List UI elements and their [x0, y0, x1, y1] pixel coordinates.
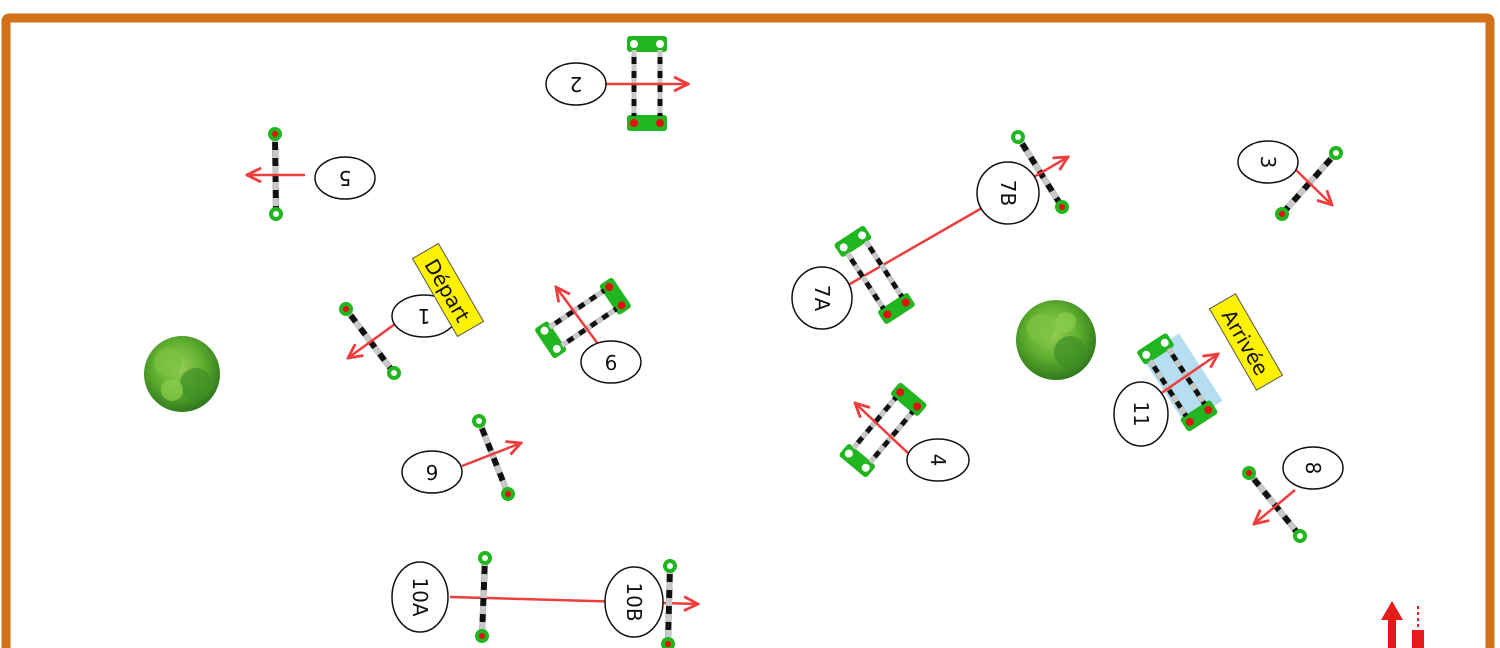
- obstacle-4-label: 4: [926, 454, 950, 467]
- obstacle-7-combination: 7A 7B: [791, 130, 1069, 330]
- obstacle-label: 6: [426, 460, 439, 484]
- obstacle-5: 5: [247, 127, 376, 221]
- obstacle-6: 6: [401, 414, 521, 501]
- obstacle-label: 7B: [996, 180, 1020, 206]
- obstacle-2: 2: [545, 36, 688, 131]
- obstacle-label: 1: [418, 304, 431, 328]
- obstacle-4-arrow: [855, 403, 911, 456]
- obstacle-8: 8: [1242, 446, 1344, 543]
- obstacle-label: 8: [1301, 462, 1325, 475]
- obstacle-9: [535, 277, 631, 359]
- obstacle-9-label: 9: [605, 350, 618, 374]
- obstacle-label: 5: [339, 166, 352, 190]
- arena-border: [1, 13, 1495, 648]
- obstacle-3: 3: [1237, 140, 1343, 221]
- obstacle-11-label: 11: [1129, 401, 1153, 426]
- obstacle-label: 2: [570, 72, 583, 96]
- obstacle-9-arrow: [556, 287, 600, 345]
- obstacle-label: 10B: [622, 582, 646, 621]
- obstacle-label: 3: [1256, 156, 1280, 169]
- north-arrow-icon: [1381, 601, 1424, 648]
- obstacle-11-arrow: [1159, 354, 1218, 396]
- obstacle-label: 10A: [408, 577, 432, 616]
- bush-icon: [1016, 300, 1096, 380]
- obstacle-10-combination: 10A 10B: [391, 551, 698, 648]
- bush-icon: [144, 336, 220, 412]
- obstacle-label: 7A: [810, 285, 834, 312]
